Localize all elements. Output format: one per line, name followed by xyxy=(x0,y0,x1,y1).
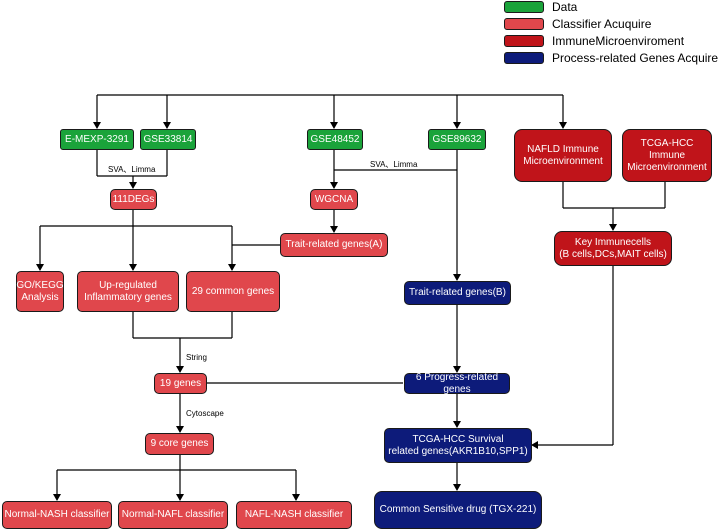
node-key-immunecells: Key Immunecells (B cells,DCs,MAIT cells) xyxy=(554,231,672,266)
legend-swatch-data xyxy=(504,1,544,13)
node-emexp-3291: E-MEXP-3291 xyxy=(60,129,134,150)
node-trait-related-a: Trait-related genes(A) xyxy=(280,233,388,257)
node-gokegg-analysis: GO/KEGG Analysis xyxy=(16,271,64,312)
node-6-progress-related: 6 Progress-related genes xyxy=(404,372,510,395)
node-trait-related-b: Trait-related genes(B) xyxy=(404,281,511,305)
node-gse89632: GSE89632 xyxy=(428,129,486,150)
node-upregulated-inflammatory: Up-regulated Inflammatory genes xyxy=(77,271,179,312)
label-sva-limma-left: SVA、Limma xyxy=(108,165,156,174)
legend-swatch-classifier xyxy=(504,18,544,30)
legend-label-process: Process-related Genes Acquire xyxy=(552,51,719,65)
legend-label-classifier: Classifier Acuquire xyxy=(552,17,652,31)
node-nafl-nash-classifier: NAFL-NASH classifier xyxy=(236,501,352,529)
node-wgcna: WGCNA xyxy=(310,189,358,210)
node-normal-nash-classifier: Normal-NASH classifier xyxy=(2,501,112,529)
node-gse48452: GSE48452 xyxy=(307,129,363,150)
label-sva-limma-right: SVA、Limma xyxy=(370,160,418,169)
node-19-genes: 19 genes xyxy=(154,373,207,394)
node-normal-nafl-classifier: Normal-NAFL classifier xyxy=(118,501,228,529)
node-tcga-hcc-immune: TCGA-HCC Immune Microenvironment xyxy=(622,129,712,182)
node-nafld-immune: NAFLD Immune Microenvironment xyxy=(514,129,612,182)
node-common-sensitive-drug: Common Sensitive drug (TGX-221) xyxy=(374,491,542,529)
legend-swatch-immune xyxy=(504,35,544,47)
legend-label-data: Data xyxy=(552,0,578,14)
legend-label-immune: ImmuneMicroenviroment xyxy=(552,34,685,48)
legend-swatch-process xyxy=(504,52,544,64)
label-string: String xyxy=(186,353,207,362)
node-tcga-hcc-survival: TCGA-HCC Survival related genes(AKR1B10,… xyxy=(384,428,532,463)
node-29-common-genes: 29 common genes xyxy=(186,271,280,312)
node-gse33814: GSE33814 xyxy=(140,129,196,150)
label-cytoscape: Cytoscape xyxy=(186,409,224,418)
node-9-core-genes: 9 core genes xyxy=(145,433,214,455)
node-111degs: 111DEGs xyxy=(110,189,157,210)
